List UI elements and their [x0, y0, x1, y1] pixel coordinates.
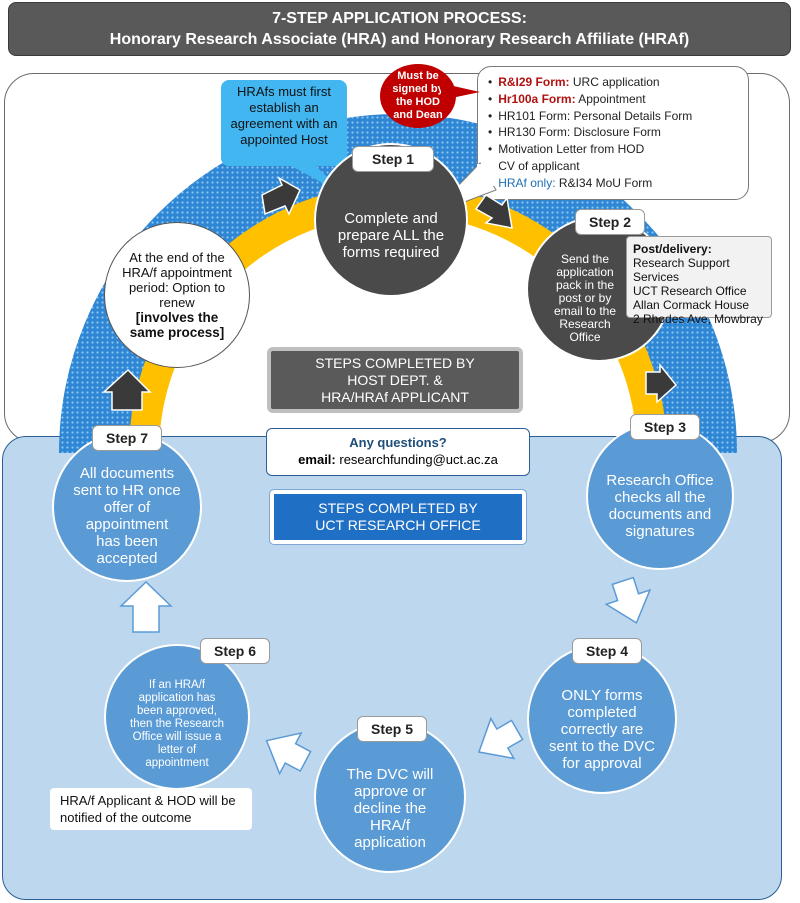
form-item: CV of applicant	[488, 158, 740, 175]
renew-text: At the end of the HRA/f appointment peri…	[122, 250, 232, 310]
step-3-text: Research Office checks all the documents…	[606, 472, 714, 540]
title-line-2: Honorary Research Associate (HRA) and Ho…	[109, 31, 690, 48]
office-box-line: UCT RESEARCH OFFICE	[315, 517, 481, 533]
post-delivery-box: Post/delivery: Research Support Services…	[626, 236, 772, 326]
forms-list: R&I29 Form: URC application Hr100a Form:…	[488, 74, 740, 192]
step-1-label: Step 1	[352, 146, 434, 172]
post-heading: Post/delivery:	[633, 242, 712, 256]
step-6-circle: If an HRA/f application has been approve…	[104, 644, 250, 790]
step-3-label: Step 3	[630, 414, 700, 440]
form-item: Hr100a Form: Appointment	[488, 91, 740, 108]
step-5-circle: The DVC will approve or decline the HRA/…	[314, 721, 466, 873]
step-7-circle: All documents sent to HR once offer of a…	[52, 432, 202, 582]
step-4-circle: ONLY forms completed correctly are sent …	[527, 644, 677, 794]
host-steps-label: STEPS COMPLETED BY HOST DEPT. & HRA/HRAf…	[267, 347, 523, 413]
step-1-circle: Complete and prepare ALL the forms requi…	[314, 143, 468, 297]
hraf-note: HRAfs must first establish an agreement …	[221, 80, 347, 166]
page-title: 7-STEP APPLICATION PROCESS: Honorary Res…	[8, 2, 791, 56]
office-box-line: STEPS COMPLETED BY	[318, 500, 478, 516]
step-7-label: Step 7	[92, 425, 162, 451]
step-4-label: Step 4	[572, 638, 642, 664]
forms-list-box: R&I29 Form: URC application Hr100a Form:…	[477, 66, 749, 200]
step-1-text: Complete and prepare ALL the forms requi…	[337, 209, 445, 261]
host-box-line: HOST DEPT. &	[347, 372, 443, 388]
signed-badge: Must be signed by the HOD and Dean	[380, 64, 456, 128]
form-item: R&I29 Form: URC application	[488, 74, 740, 91]
notified-note: HRA/f Applicant & HOD will be notified o…	[50, 788, 252, 830]
host-box-line: HRA/HRAf APPLICANT	[321, 389, 469, 405]
questions-email-line: email: researchfunding@uct.ac.za	[267, 451, 529, 468]
questions-heading: Any questions?	[349, 435, 447, 450]
signed-badge-pointer	[440, 83, 480, 100]
step-6-text: If an HRA/f application has been approve…	[130, 678, 224, 769]
renew-circle: At the end of the HRA/f appointment peri…	[104, 222, 250, 368]
step-3-circle: Research Office checks all the documents…	[586, 422, 734, 570]
step-5-label: Step 5	[357, 716, 427, 742]
step-6-label: Step 6	[200, 638, 270, 664]
email-address[interactable]: researchfunding@uct.ac.za	[335, 452, 498, 467]
step-7-text: All documents sent to HR once offer of a…	[73, 465, 181, 567]
email-label: email:	[298, 452, 336, 467]
post-line: Allan Cormack House	[633, 298, 750, 312]
office-steps-label: STEPS COMPLETED BY UCT RESEARCH OFFICE	[269, 489, 527, 545]
title-line-1: 7-STEP APPLICATION PROCESS:	[272, 10, 527, 27]
step-2-label: Step 2	[575, 209, 645, 235]
renew-bold-text: [involves the same process]	[129, 310, 225, 340]
step-5-text: The DVC will approve or decline the HRA/…	[346, 765, 434, 851]
post-line: Research Support Services	[633, 256, 730, 284]
post-line: 2 Rhodes Ave, Mowbray	[633, 312, 763, 326]
form-item: HRAf only: R&I34 MoU Form	[488, 175, 740, 192]
questions-box: Any questions? email: researchfunding@uc…	[266, 428, 530, 476]
form-item: Motivation Letter from HOD	[488, 141, 740, 158]
host-box-line: STEPS COMPLETED BY	[315, 355, 475, 371]
form-item: HR101 Form: Personal Details Form	[488, 108, 740, 125]
step-4-text: ONLY forms completed correctly are sent …	[549, 686, 655, 772]
form-item: HR130 Form: Disclosure Form	[488, 124, 740, 141]
post-line: UCT Research Office	[633, 284, 747, 298]
step-2-text: Send the application pack in the post or…	[553, 251, 617, 344]
